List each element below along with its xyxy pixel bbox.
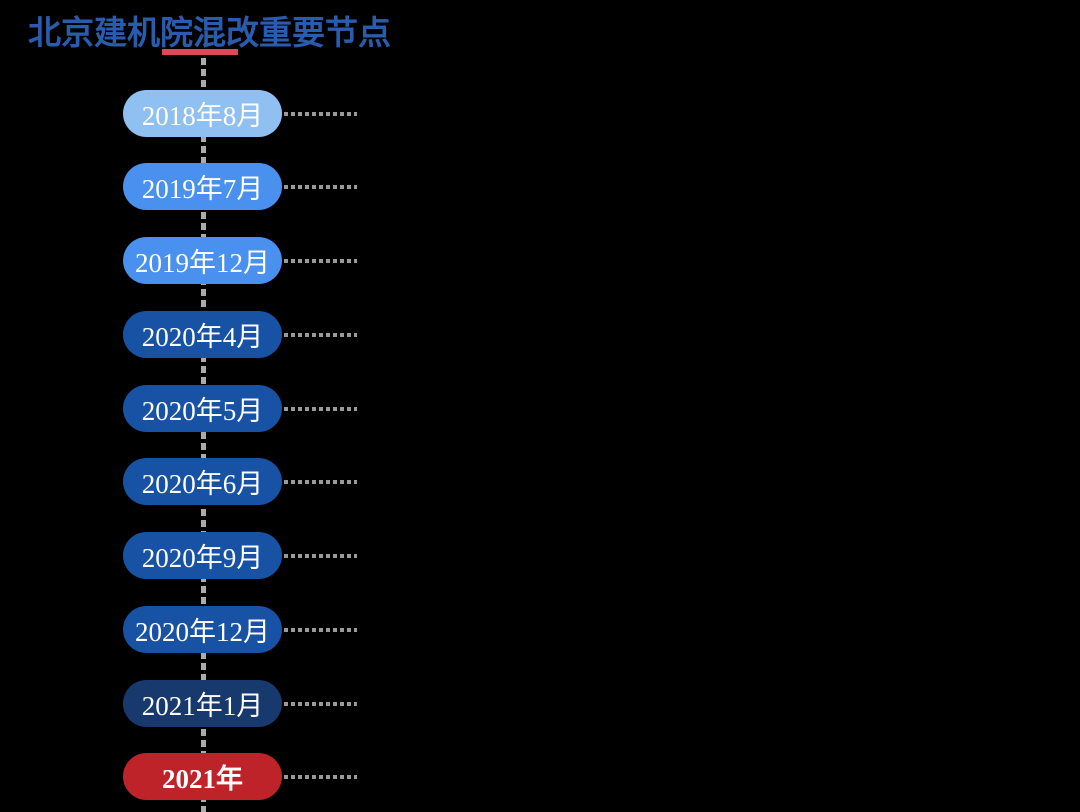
timeline-node: 2020年9月 [123, 532, 282, 579]
timeline-node: 2019年12月 [123, 237, 282, 284]
connector-line [284, 480, 357, 484]
title-underline [162, 49, 238, 55]
timeline-node: 2018年8月 [123, 90, 282, 137]
connector-line [284, 702, 357, 706]
timeline-spine [201, 58, 206, 812]
connector-line [284, 554, 357, 558]
timeline-node: 2020年4月 [123, 311, 282, 358]
connector-line [284, 407, 357, 411]
timeline-node: 2021年 [123, 753, 282, 800]
timeline-node: 2019年7月 [123, 163, 282, 210]
timeline-node: 2020年6月 [123, 458, 282, 505]
connector-line [284, 185, 357, 189]
connector-line [284, 112, 357, 116]
page-title: 北京建机院混改重要节点 [28, 14, 391, 51]
timeline-node: 2021年1月 [123, 680, 282, 727]
timeline-node: 2020年12月 [123, 606, 282, 653]
connector-line [284, 628, 357, 632]
connector-line [284, 333, 357, 337]
connector-line [284, 775, 357, 779]
connector-line [284, 259, 357, 263]
timeline-node: 2020年5月 [123, 385, 282, 432]
